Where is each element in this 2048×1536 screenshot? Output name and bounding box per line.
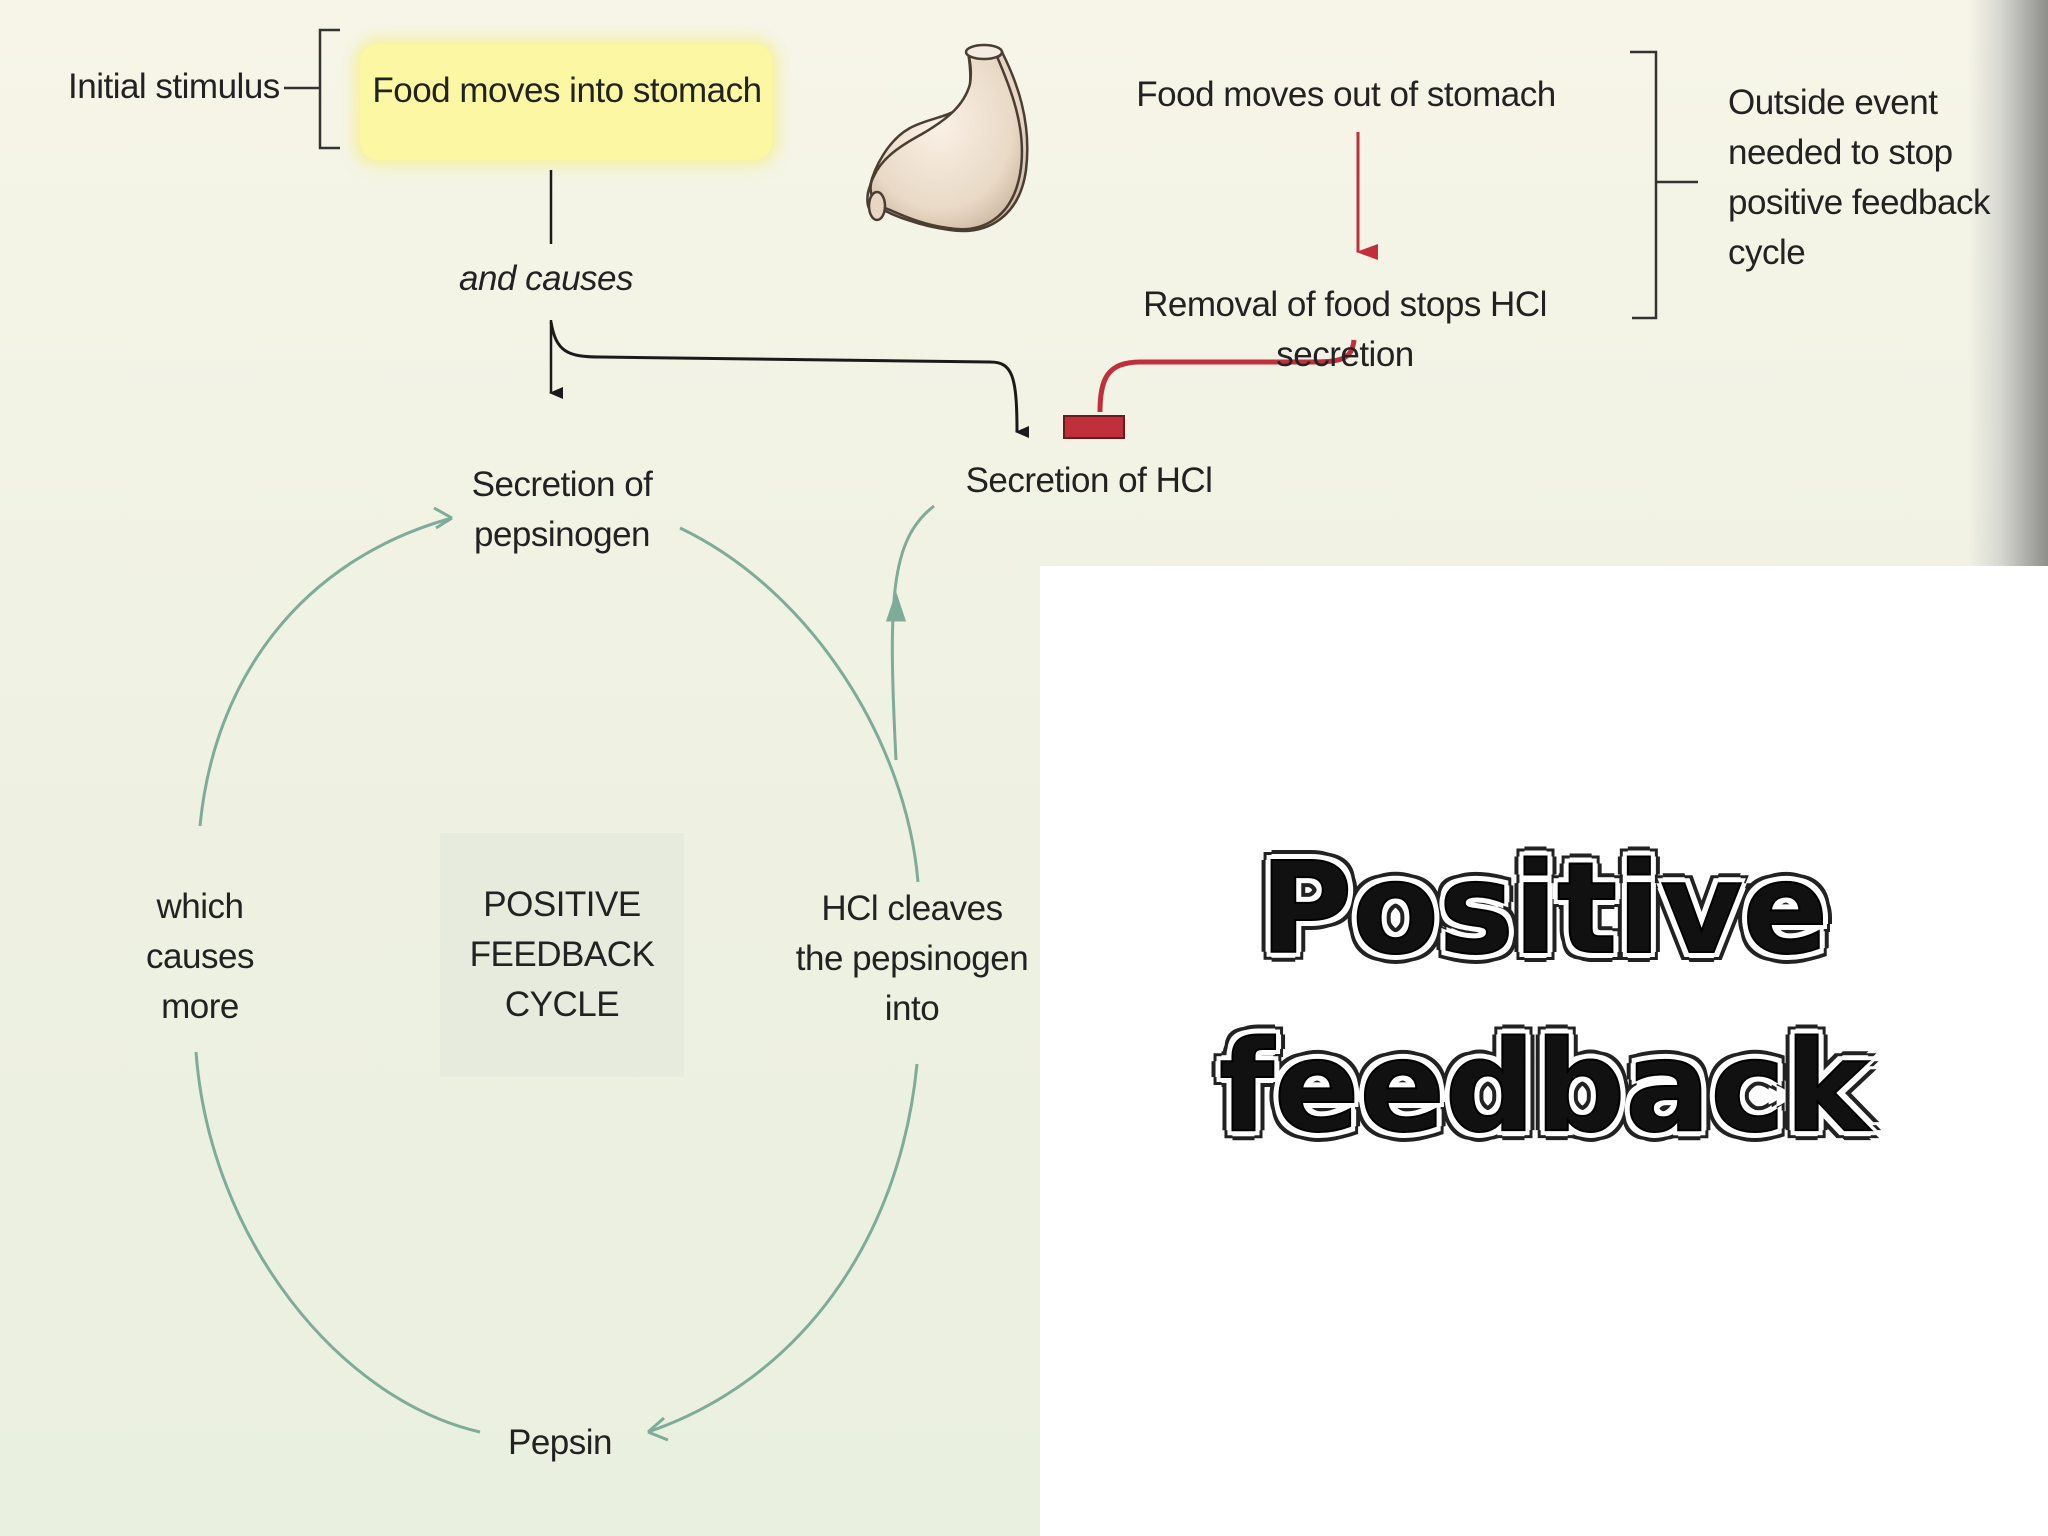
title-line-1: Positive xyxy=(1259,834,1829,983)
to-hcl-arrow xyxy=(549,321,1030,438)
cycle-arrows xyxy=(194,504,935,1442)
removal-label: Removal of food stops HCl secretion xyxy=(1143,285,1547,374)
and-causes-label: and causes xyxy=(458,259,634,298)
which-causes-label: which causes more xyxy=(146,887,254,1026)
highlight-box xyxy=(360,44,772,160)
inhibition-bar xyxy=(1063,415,1125,439)
inhibition-line xyxy=(1097,339,1357,413)
stimulus-bracket xyxy=(284,28,340,150)
initial-stimulus-label: Initial stimulus xyxy=(68,67,280,106)
pepsin-label: Pepsin xyxy=(507,1423,613,1462)
cycle-label: POSITIVE FEEDBACK CYCLE xyxy=(469,885,655,1024)
hcl-cleaves-label: HCl cleaves the pepsinogen into xyxy=(795,889,1029,1028)
food-in-label: Food moves into stomach xyxy=(372,71,762,110)
cycle-label-box xyxy=(440,833,684,1077)
outside-event-bracket xyxy=(1630,50,1698,320)
page-edge-shadow xyxy=(1968,0,2048,566)
secretion-hcl-label: Secretion of HCl xyxy=(965,461,1213,500)
food-out-label: Food moves out of stomach xyxy=(1136,75,1556,114)
title-line-2: feedback xyxy=(1218,1012,1870,1161)
secretion-pepsinogen-label: Secretion of pepsinogen xyxy=(471,465,653,554)
outside-event-label: Outside event needed to stop positive fe… xyxy=(1728,83,1990,272)
title-panel xyxy=(1040,566,2048,1536)
slide-title: Positive feedback xyxy=(1040,820,2048,1176)
